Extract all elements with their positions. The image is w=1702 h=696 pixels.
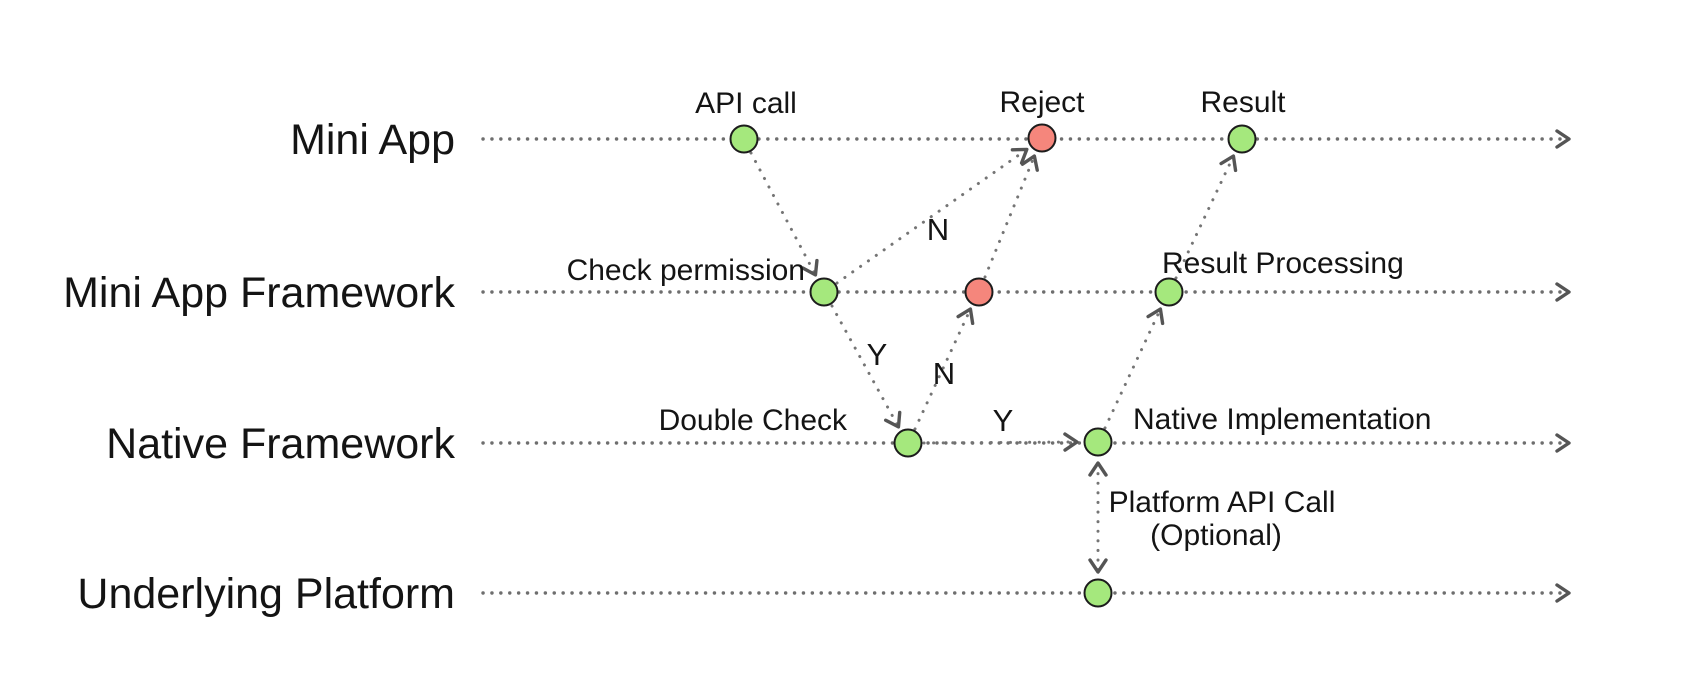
label-check-permission: Check permission xyxy=(567,254,805,287)
node-double-check xyxy=(893,428,923,458)
label-double-check: Double Check xyxy=(659,404,848,437)
edge-result-processing-to-result xyxy=(1174,154,1238,280)
lane-label-underlying-platform: Underlying Platform xyxy=(77,570,455,618)
node-result xyxy=(1227,124,1257,154)
node-platform-call xyxy=(1083,578,1113,608)
label-platform-api-call-optional: (Optional) xyxy=(1150,519,1282,552)
lane-label-mini-app-framework: Mini App Framework xyxy=(63,269,455,317)
branch-label-n-double-to-reject: N xyxy=(933,356,955,391)
edge-check-permission-to-reject xyxy=(835,147,1029,285)
label-reject: Reject xyxy=(999,86,1085,119)
label-result-processing: Result Processing xyxy=(1162,247,1404,280)
label-platform-api-call: Platform API Call xyxy=(1109,486,1336,519)
branch-label-y-double-to-native: Y xyxy=(993,403,1014,438)
edge-check-permission-to-double-check xyxy=(830,304,902,429)
node-reject xyxy=(1027,123,1057,153)
branch-label-y-check-to-double: Y xyxy=(867,337,888,372)
label-result: Result xyxy=(1200,86,1286,119)
edge-api-call-to-check-permission xyxy=(749,151,819,277)
lane-label-mini-app: Mini App xyxy=(290,116,455,164)
node-native-implementation xyxy=(1083,427,1113,457)
label-native-implementation: Native Implementation xyxy=(1133,403,1431,436)
lane-label-native-framework: Native Framework xyxy=(106,420,455,468)
node-framework-reject xyxy=(964,277,994,307)
label-api-call: API call xyxy=(695,87,797,120)
branch-label-n-check-to-reject: N xyxy=(927,212,949,247)
node-check-permission xyxy=(809,277,839,307)
node-result-processing xyxy=(1154,277,1184,307)
edge-double-check-to-native-implementation xyxy=(922,432,1079,452)
node-api-call xyxy=(729,124,759,154)
edge-framework-reject-to-reject xyxy=(983,154,1039,279)
